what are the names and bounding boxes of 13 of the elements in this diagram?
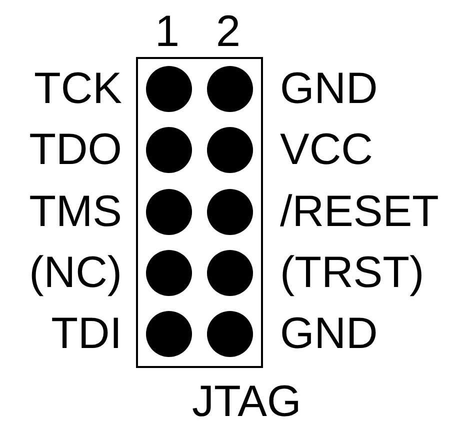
pin-name: TDI bbox=[51, 310, 122, 358]
pin-name: GND bbox=[280, 65, 378, 113]
pin-number: 1 bbox=[155, 8, 180, 56]
pin-name: (TRST) bbox=[280, 249, 424, 297]
pin-name: (NC) bbox=[29, 249, 122, 297]
pin-number: 2 bbox=[216, 8, 240, 56]
pin-name: TCK bbox=[34, 65, 122, 113]
pin-name: VCC bbox=[280, 126, 373, 174]
pin-name: TDO bbox=[29, 126, 122, 174]
pin-name: TMS bbox=[29, 188, 122, 236]
caption: JTAG bbox=[192, 378, 302, 426]
pin-name: /RESET bbox=[280, 188, 439, 236]
pin-name: GND bbox=[280, 310, 378, 358]
